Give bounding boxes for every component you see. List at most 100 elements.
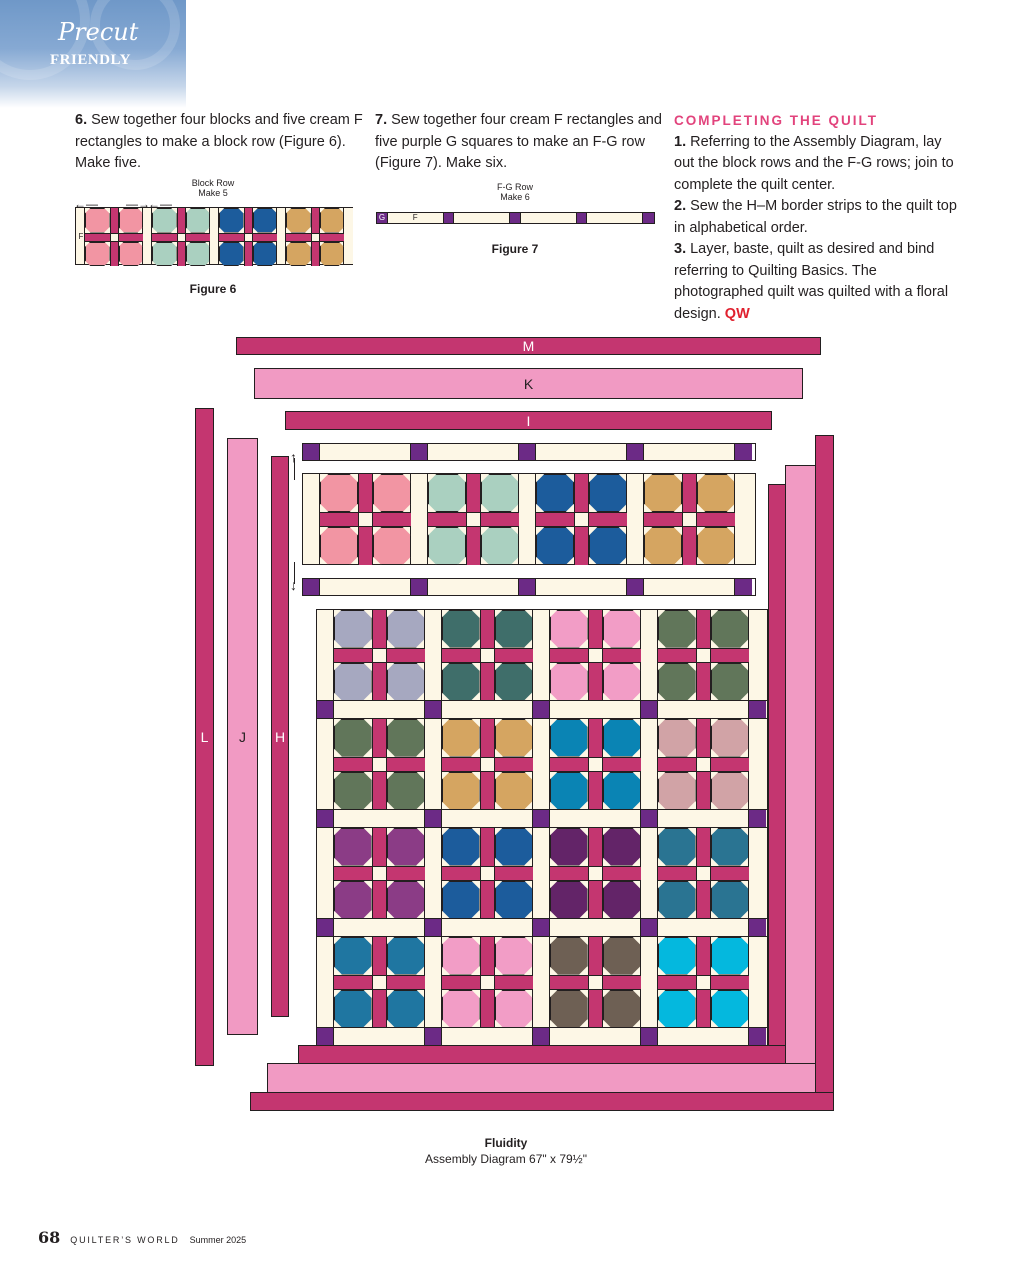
block-petal (657, 718, 696, 757)
block-row (315, 826, 768, 919)
g-square (532, 809, 550, 827)
block-sashing (494, 647, 533, 663)
block-sashing (371, 827, 387, 866)
block-sashing (85, 232, 110, 242)
block-center-square (479, 974, 495, 990)
block-petal (494, 771, 533, 810)
g-square (532, 918, 550, 936)
block-petal (333, 609, 372, 648)
g-square: G (377, 213, 388, 223)
f-rectangle (441, 1027, 533, 1045)
f-sashing-rectangle (532, 609, 550, 700)
quilt-block (428, 474, 519, 565)
block-sashing (252, 232, 277, 242)
block-petal (549, 718, 588, 757)
block-sashing (441, 974, 480, 990)
g-square (735, 579, 752, 595)
page-footer: 68 QUILTER’S WORLD Summer 2025 (38, 1228, 246, 1247)
block-sashing (479, 662, 495, 701)
block-sashing (109, 241, 119, 266)
f-sashing-rectangle (424, 936, 442, 1027)
block-sashing (479, 936, 495, 975)
block-center-square (243, 232, 253, 242)
block-sashing (695, 989, 711, 1028)
f-rectangle (520, 213, 577, 223)
block-petal (602, 609, 641, 648)
block-sashing (602, 974, 641, 990)
g-square (303, 444, 320, 460)
block-sashing (479, 827, 495, 866)
block-sashing (697, 512, 735, 527)
block-center-square (109, 232, 119, 242)
quilt-block (657, 718, 749, 810)
block-petal (710, 662, 749, 701)
border-strip-k-bottom (267, 1063, 816, 1093)
figure6-label-line2: Make 5 (198, 188, 228, 198)
f-sashing-rectangle (277, 208, 286, 264)
block-center-square (695, 647, 711, 663)
f-sashing-rectangle (640, 718, 658, 809)
arrow-line (294, 562, 295, 584)
f-rectangle (644, 579, 735, 595)
fg-row (315, 1026, 768, 1046)
diagram-title: Fluidity (484, 1136, 528, 1150)
block-petal (494, 989, 533, 1028)
block-petal (386, 880, 425, 919)
f-sashing-rectangle (424, 827, 442, 918)
g-square (532, 1027, 550, 1045)
block-petal (386, 827, 425, 866)
g-square (640, 1027, 658, 1045)
block-petal (333, 662, 372, 701)
f-sashing-rectangle (532, 718, 550, 809)
border-strip-l: L (195, 408, 214, 1066)
block-sashing (373, 512, 411, 527)
block-petal (549, 771, 588, 810)
fg-row-separated-top (302, 443, 756, 461)
quilt-block (657, 827, 749, 919)
f-rectangle (333, 918, 425, 936)
block-petal (333, 718, 372, 757)
block-petal (373, 474, 411, 512)
f-rectangle (549, 700, 641, 718)
g-square (316, 1027, 334, 1045)
block-petal (441, 771, 480, 810)
f-sashing-rectangle (424, 609, 442, 700)
block-petal (549, 989, 588, 1028)
block-sashing (695, 827, 711, 866)
block-petal (602, 662, 641, 701)
quilt-block (549, 609, 641, 701)
block-center-square (695, 756, 711, 772)
g-square (316, 809, 334, 827)
block-center-square (587, 647, 603, 663)
block-center-square (466, 512, 481, 527)
g-square (316, 700, 334, 718)
block-petal (333, 827, 372, 866)
block-petal (602, 771, 641, 810)
block-petal (185, 208, 210, 233)
issue-date: Summer 2025 (189, 1235, 247, 1245)
border-strip-j: J (227, 438, 258, 1035)
block-petal (481, 527, 519, 565)
block-petal (710, 936, 749, 975)
block-petal (549, 609, 588, 648)
block-sashing (682, 527, 697, 565)
block-petal (152, 208, 177, 233)
block-petal (602, 718, 641, 757)
block-sashing (589, 512, 627, 527)
f-rectangle (441, 700, 533, 718)
block-row (315, 608, 768, 701)
block-center-square (310, 232, 320, 242)
block-sashing (333, 647, 372, 663)
block-petal (657, 936, 696, 975)
block-petal (85, 208, 110, 233)
quilt-block (320, 474, 411, 565)
g-square (532, 700, 550, 718)
step-text: Sew the H–M border strips to the quilt t… (674, 198, 957, 236)
block-sashing (695, 609, 711, 648)
g-square (510, 213, 521, 223)
figure7-label-line1: F-G Row (497, 182, 533, 192)
fg-row (315, 808, 768, 828)
block-petal (710, 771, 749, 810)
diagram-subtitle: Assembly Diagram 67" x 79½" (425, 1152, 587, 1166)
block-petal (536, 474, 574, 512)
